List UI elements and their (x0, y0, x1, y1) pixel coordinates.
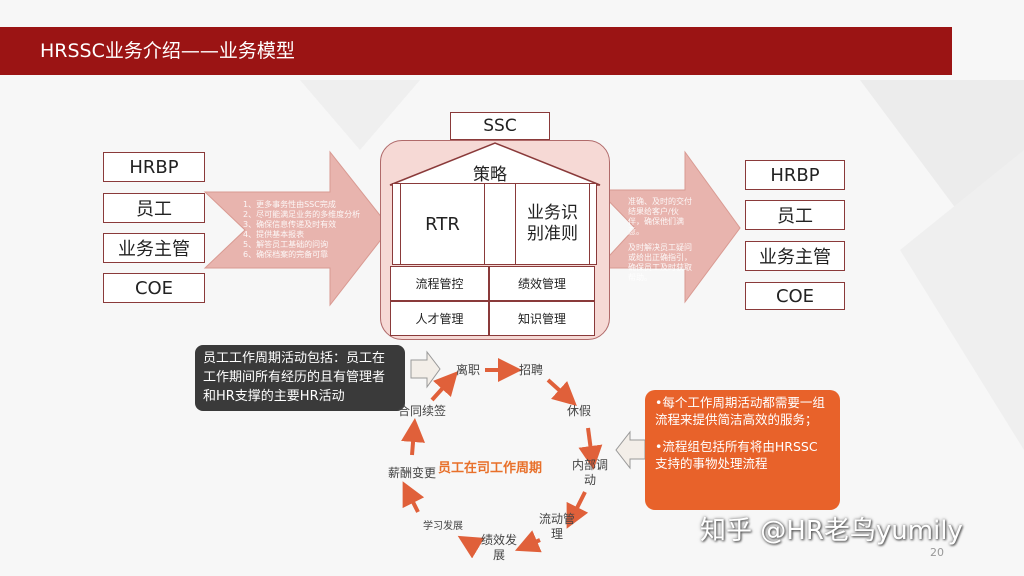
cycle-step-transfer: 内部调动 (571, 458, 608, 487)
cell-talent: 人才管理 (390, 301, 489, 336)
cycle-step-resign: 离职 (455, 363, 480, 377)
right-box-hrbp: HRBP (745, 160, 845, 190)
cell-process-control: 流程管控 (390, 266, 489, 301)
page-title: HRSSC业务介绍——业务模型 (0, 27, 952, 75)
left-box-employee: 员工 (103, 193, 205, 223)
cycle-step-learning: 学习发展 (423, 521, 463, 532)
strategy-label: 策略 (473, 165, 507, 185)
cycle-step-performance: 绩效发展 (480, 533, 517, 562)
business-rules-box: 业务识别准则 (515, 183, 590, 265)
cycle-center-label: 员工在司工作周期 (438, 461, 543, 476)
cycle-step-contract: 合同续签 (397, 404, 446, 418)
left-box-hrbp: HRBP (103, 152, 205, 182)
hollow-arrow-left (410, 350, 441, 389)
page-number: 20 (930, 546, 944, 559)
hollow-arrow-right (615, 430, 646, 470)
left-box-coe: COE (103, 273, 205, 303)
right-box-employee: 员工 (745, 200, 845, 230)
cycle-step-recruit: 招聘 (518, 363, 543, 377)
right-box-coe: COE (745, 282, 845, 310)
left-box-manager: 业务主管 (103, 233, 205, 263)
cycle-step-mobility: 流动管理 (538, 512, 575, 541)
lifecycle-note: 员工工作周期活动包括：员工在工作期间所有经历的且有管理者和HR支撑的主要HR活动 (195, 345, 405, 411)
right-arrow-list: 准确、及时的交付结果给客户/伙伴，确保他们满意。及时解决员工疑问或给出正确指引，… (628, 197, 692, 282)
ssc-box: SSC (450, 112, 550, 140)
cycle-step-leave: 休假 (566, 404, 591, 418)
cell-performance: 绩效管理 (489, 266, 595, 301)
watermark: 知乎 @HR老鸟yumily (700, 516, 963, 546)
right-box-manager: 业务主管 (745, 241, 845, 271)
cell-knowledge: 知识管理 (489, 301, 595, 336)
right-chevron-arrow (596, 150, 741, 304)
rtr-box: RTR (400, 183, 485, 265)
cycle-step-salary: 薪酬变更 (387, 466, 436, 480)
process-note: •每个工作周期活动都需要一组流程来提供简洁高效的服务；•流程组包括所有将由HRS… (645, 390, 840, 510)
left-chevron-arrow (203, 150, 391, 307)
